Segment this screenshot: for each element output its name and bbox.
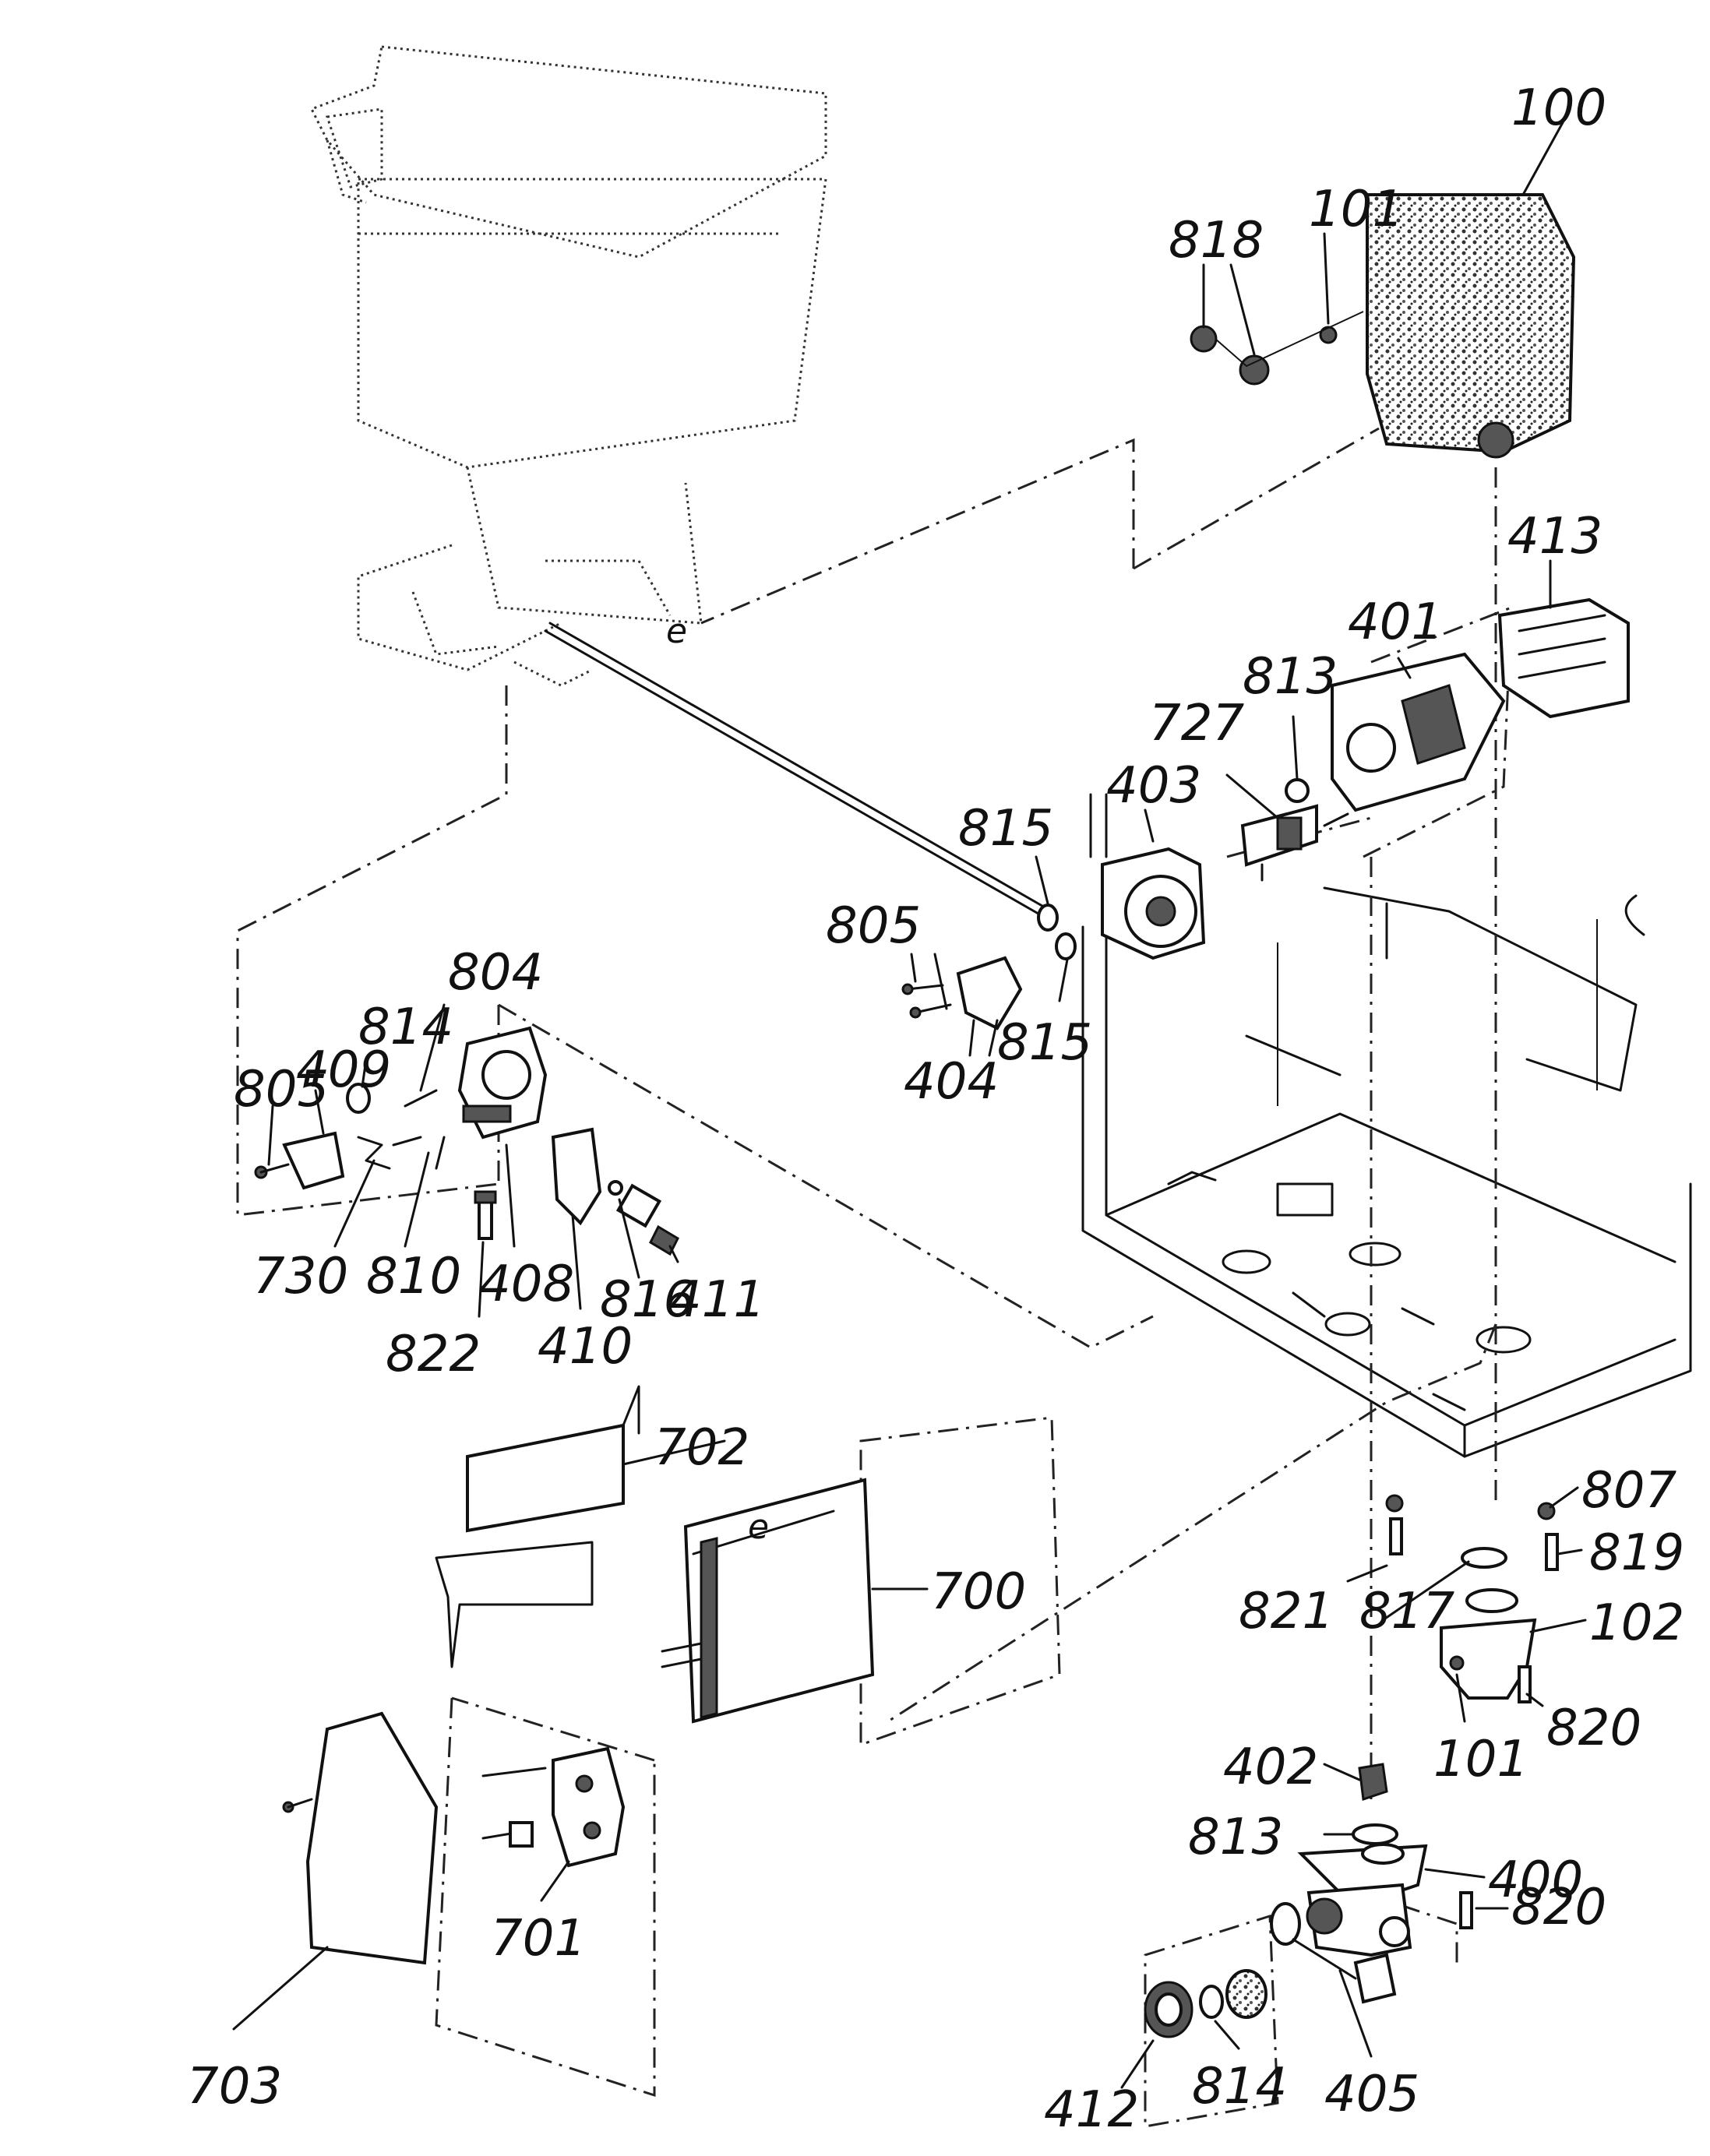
chassis-frame [1081, 886, 1692, 1458]
part-813-o-ring [1352, 1823, 1398, 1845]
label-101-top: 101 [1309, 181, 1404, 238]
label-727: 727 [1149, 695, 1244, 752]
connecting-pipe [544, 622, 1053, 921]
part-100-control-module [1190, 193, 1576, 459]
part-412-cap [1144, 1981, 1193, 2038]
label-814-bottom: 814 [1192, 2058, 1287, 2115]
part-810-pin [435, 1136, 446, 1170]
label-700: 700 [931, 1563, 1026, 1621]
part-409-bracket [254, 1131, 345, 1190]
part-822-screw [474, 1190, 497, 1240]
label-701: 701 [491, 1910, 586, 1968]
label-807: 807 [1581, 1462, 1677, 1520]
leader-lines [232, 115, 1587, 2089]
label-820-lower: 820 [1511, 1879, 1606, 1936]
label-405: 405 [1324, 2066, 1419, 2123]
label-409: 409 [296, 1041, 391, 1099]
label-813-top: 813 [1243, 648, 1338, 706]
label-815-bottom: 815 [997, 1014, 1092, 1072]
label-820-upper: 820 [1546, 1700, 1641, 1757]
label-412: 412 [1044, 2081, 1139, 2139]
part-405-filter-tag [1270, 1902, 1397, 2004]
label-411: 411 [670, 1271, 765, 1329]
part-401-valve-motor [1285, 652, 1506, 812]
label-101-bottom: 101 [1433, 1731, 1528, 1788]
label-813-bottom: 813 [1188, 1809, 1283, 1866]
assembly-lines [236, 268, 1560, 2128]
part-814-o-ring-lower [1199, 1985, 1224, 2019]
part-730-spring [357, 1136, 391, 1170]
label-730: 730 [253, 1248, 348, 1305]
part-102-outlet-fitting [1440, 1588, 1537, 1700]
heat-exchanger-outline: e [309, 45, 827, 687]
part-400-inlet-fitting [1297, 1843, 1428, 1957]
label-410: 410 [538, 1318, 633, 1376]
label-821: 821 [1239, 1583, 1334, 1640]
part-804-valve-housing [392, 1026, 548, 1147]
label-819: 819 [1589, 1524, 1684, 1582]
part-820-screw-lower [1459, 1891, 1473, 1929]
part-821-screw [1385, 1494, 1404, 1555]
label-408: 408 [479, 1256, 574, 1313]
reference-numerals: 100 101 818 413 401 813 727 403 815 805 … [187, 79, 1684, 2139]
part-filter-screen [1225, 1969, 1268, 2019]
flow-direction-mark-box: e [748, 1507, 769, 1547]
label-402: 402 [1223, 1739, 1318, 1796]
part-701-relay-block [481, 1746, 626, 1868]
label-810: 810 [366, 1248, 461, 1305]
part-817-o-ring [1461, 1547, 1507, 1569]
part-410-gasket [551, 1127, 602, 1226]
label-804: 804 [448, 944, 543, 1002]
label-703: 703 [187, 2058, 282, 2115]
label-403: 403 [1106, 757, 1201, 815]
label-400: 400 [1488, 1851, 1583, 1909]
label-815-top: 815 [958, 800, 1053, 858]
label-102: 102 [1589, 1594, 1684, 1652]
part-727-sensor [1240, 804, 1349, 882]
part-403-gas-valve [1089, 793, 1206, 960]
part-703-access-panel [282, 1711, 439, 1965]
label-814-left: 814 [358, 999, 453, 1056]
part-819-screw [1545, 1533, 1559, 1571]
label-805-top: 805 [826, 897, 921, 955]
label-413: 413 [1507, 508, 1602, 565]
part-814-o-ring [346, 1083, 371, 1114]
label-401: 401 [1348, 594, 1443, 651]
label-100: 100 [1511, 79, 1606, 137]
label-404: 404 [904, 1053, 999, 1111]
flow-direction-mark-top: e [666, 611, 687, 651]
label-817: 817 [1359, 1583, 1454, 1640]
label-805-left: 805 [234, 1061, 329, 1119]
part-402-plug [1358, 1763, 1388, 1802]
label-816: 816 [600, 1271, 695, 1329]
part-700-control-board: e [661, 1478, 875, 1724]
part-702-cover [435, 1385, 640, 1668]
label-818: 818 [1169, 212, 1264, 270]
part-413-boot [1497, 597, 1630, 719]
part-815-o-rings [1037, 904, 1077, 960]
part-404-clip [901, 956, 1023, 1030]
part-411-fitting [608, 1180, 679, 1256]
label-822: 822 [386, 1326, 481, 1383]
label-702: 702 [654, 1419, 749, 1477]
